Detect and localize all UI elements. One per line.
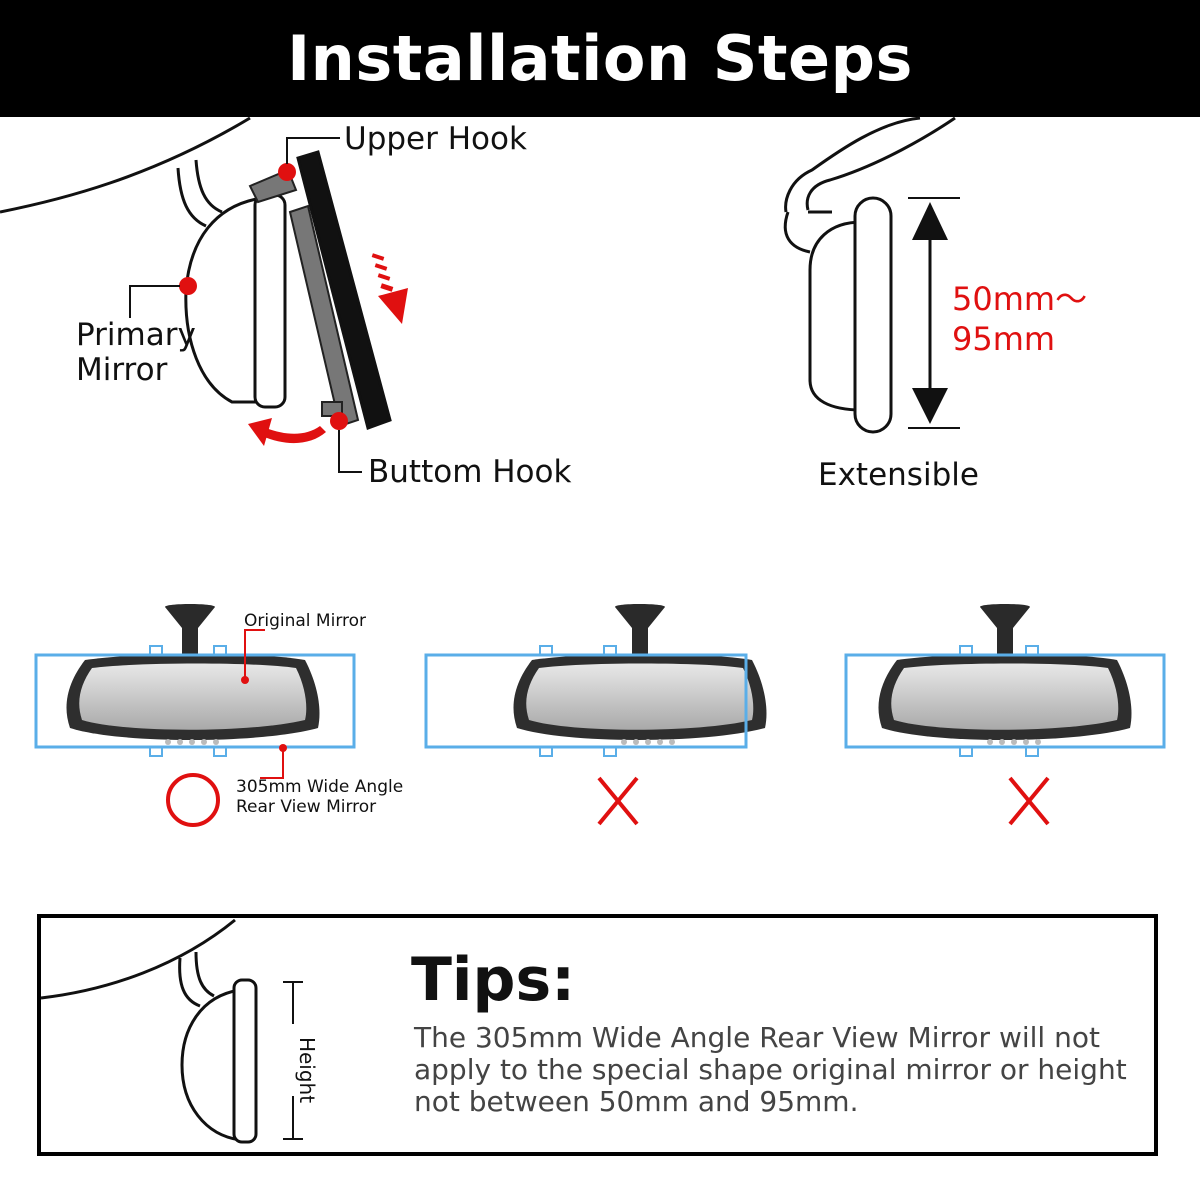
wide-mirror-label-1: 305mm Wide Angle	[236, 777, 404, 797]
push-down-arrow-icon	[371, 253, 408, 324]
wrong-x-icon	[1008, 776, 1050, 826]
mirror-fit-wrong-right	[844, 604, 1166, 826]
upper-hook-label: Upper Hook	[344, 121, 527, 157]
leader-lines	[129, 137, 362, 473]
primary-mirror-label-2: Mirror	[76, 352, 168, 388]
rotate-arrow-icon	[248, 418, 326, 446]
new-mirror-bracket	[288, 204, 360, 428]
bottom-hook-label: Buttom Hook	[368, 454, 572, 490]
mirror-fit-wrong-left	[424, 604, 767, 826]
tips-title: Tips:	[411, 945, 576, 1015]
extensible-mirror-body	[808, 220, 863, 412]
primary-mirror-dot	[179, 277, 197, 295]
range-label-2: 95mm	[952, 320, 1056, 358]
extensible-diagram	[783, 116, 960, 434]
range-label-1: 50mm〜	[952, 280, 1088, 318]
extensible-mirror-face	[853, 196, 893, 434]
height-label: Height	[295, 1036, 320, 1104]
wrong-x-icon	[597, 776, 639, 826]
header-bar: Installation Steps	[0, 0, 1200, 117]
dimension-arrows	[912, 202, 948, 424]
hook-diagram	[0, 116, 392, 430]
extensible-label: Extensible	[818, 457, 979, 493]
windshield-line	[0, 116, 251, 214]
primary-mirror-face	[253, 193, 287, 409]
tips-box	[37, 914, 1158, 1156]
primary-mirror-body	[184, 196, 264, 404]
original-mirror-label: Original Mirror	[244, 611, 367, 631]
page-title: Installation Steps	[287, 22, 913, 95]
red-indicator-dots	[179, 163, 348, 430]
tips-mirror-illustration	[40, 918, 303, 1144]
mirror-fit-correct	[34, 604, 356, 827]
wide-mirror-label-2: Rear View Mirror	[236, 797, 377, 817]
correct-circle-icon	[166, 773, 220, 827]
upper-hook-dot	[278, 163, 296, 181]
mount-arm	[176, 167, 207, 228]
bottom-hook-dot	[330, 412, 348, 430]
primary-mirror-label-1: Primary	[76, 317, 196, 353]
new-mirror	[296, 150, 392, 430]
tips-text: The 305mm Wide Angle Rear View Mirror wi…	[414, 1021, 1127, 1118]
